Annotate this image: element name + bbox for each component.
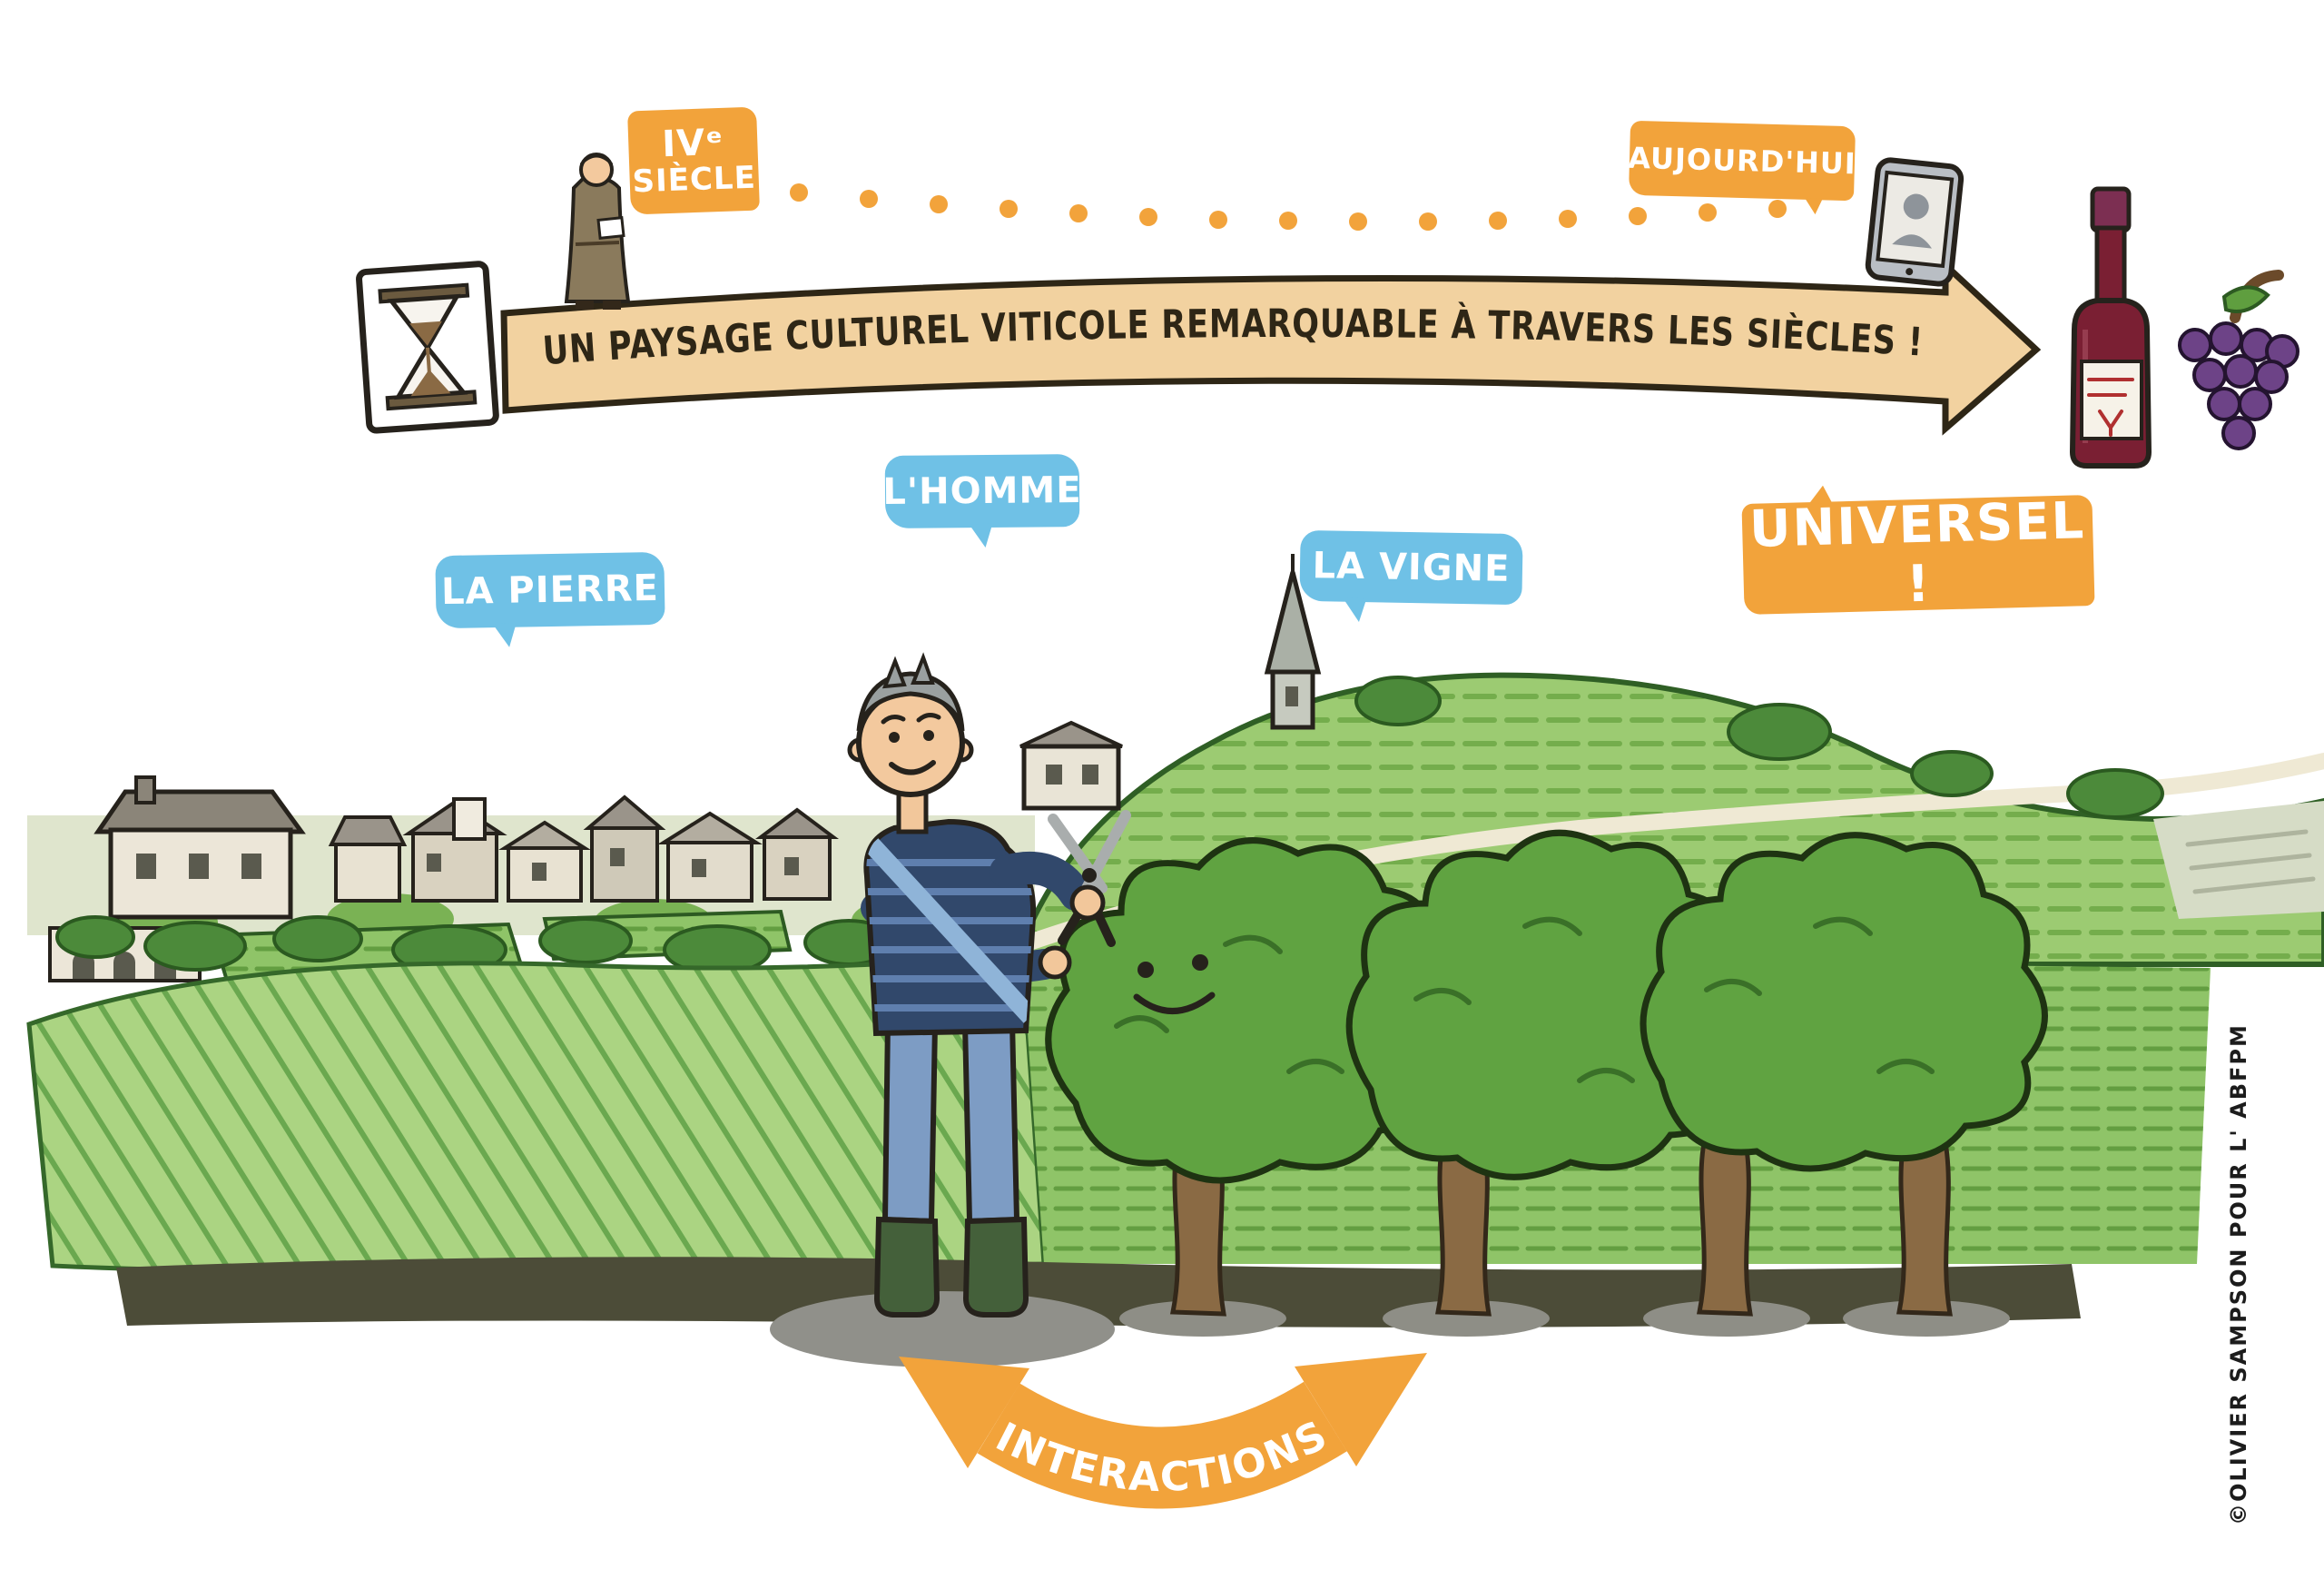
monk-figure-icon	[564, 153, 631, 310]
ground-strip	[116, 1257, 2081, 1327]
wine-bottle-icon	[2069, 186, 2152, 469]
hedge-row	[55, 915, 1016, 975]
pruning-shears-icon	[1048, 810, 1131, 947]
bubble-la-pierre: LA PIERRE	[435, 551, 665, 629]
boot	[873, 1216, 940, 1318]
shoulder-strap	[866, 838, 1034, 1023]
vine-canopy	[1640, 832, 2048, 1172]
timeline-start-line2: SIÈCLE	[631, 159, 757, 201]
interactions-arrow: INTERACTIONS	[899, 1353, 1427, 1509]
timeline-start-line1: IVᵉ	[661, 122, 725, 166]
grape-bunch-icon	[2178, 270, 2299, 450]
far-right-field	[2153, 801, 2324, 919]
winegrower-figure	[770, 652, 1131, 1367]
hillside-building	[1019, 720, 1123, 811]
bubble-la-vigne: LA VIGNE	[1299, 529, 1523, 606]
church	[1264, 554, 1322, 730]
credit-text: ©OLIVIER SAMPSON POUR L' ABFPM	[2226, 1023, 2251, 1525]
timeline-start-label: IVᵉ SIÈCLE	[627, 106, 760, 215]
hourglass-picture-icon	[356, 261, 499, 434]
universal-badge: UNIVERSEL !	[1741, 491, 2095, 616]
boot	[962, 1216, 1029, 1318]
banner-arrow: UN PAYSAGE CULTUREL VITICOLE REMARQUABLE…	[500, 257, 2042, 436]
timeline-dots	[790, 183, 1787, 231]
left-vineyard-field	[26, 909, 1047, 1277]
bubble-l-homme: L'HOMME	[882, 454, 1082, 528]
vine-face	[1133, 954, 1216, 1014]
vine-trees	[1045, 829, 2048, 1337]
timeline-end-label: AUJOURD'HUI	[1628, 120, 1856, 202]
smartphone-photo-icon	[1865, 157, 1965, 287]
